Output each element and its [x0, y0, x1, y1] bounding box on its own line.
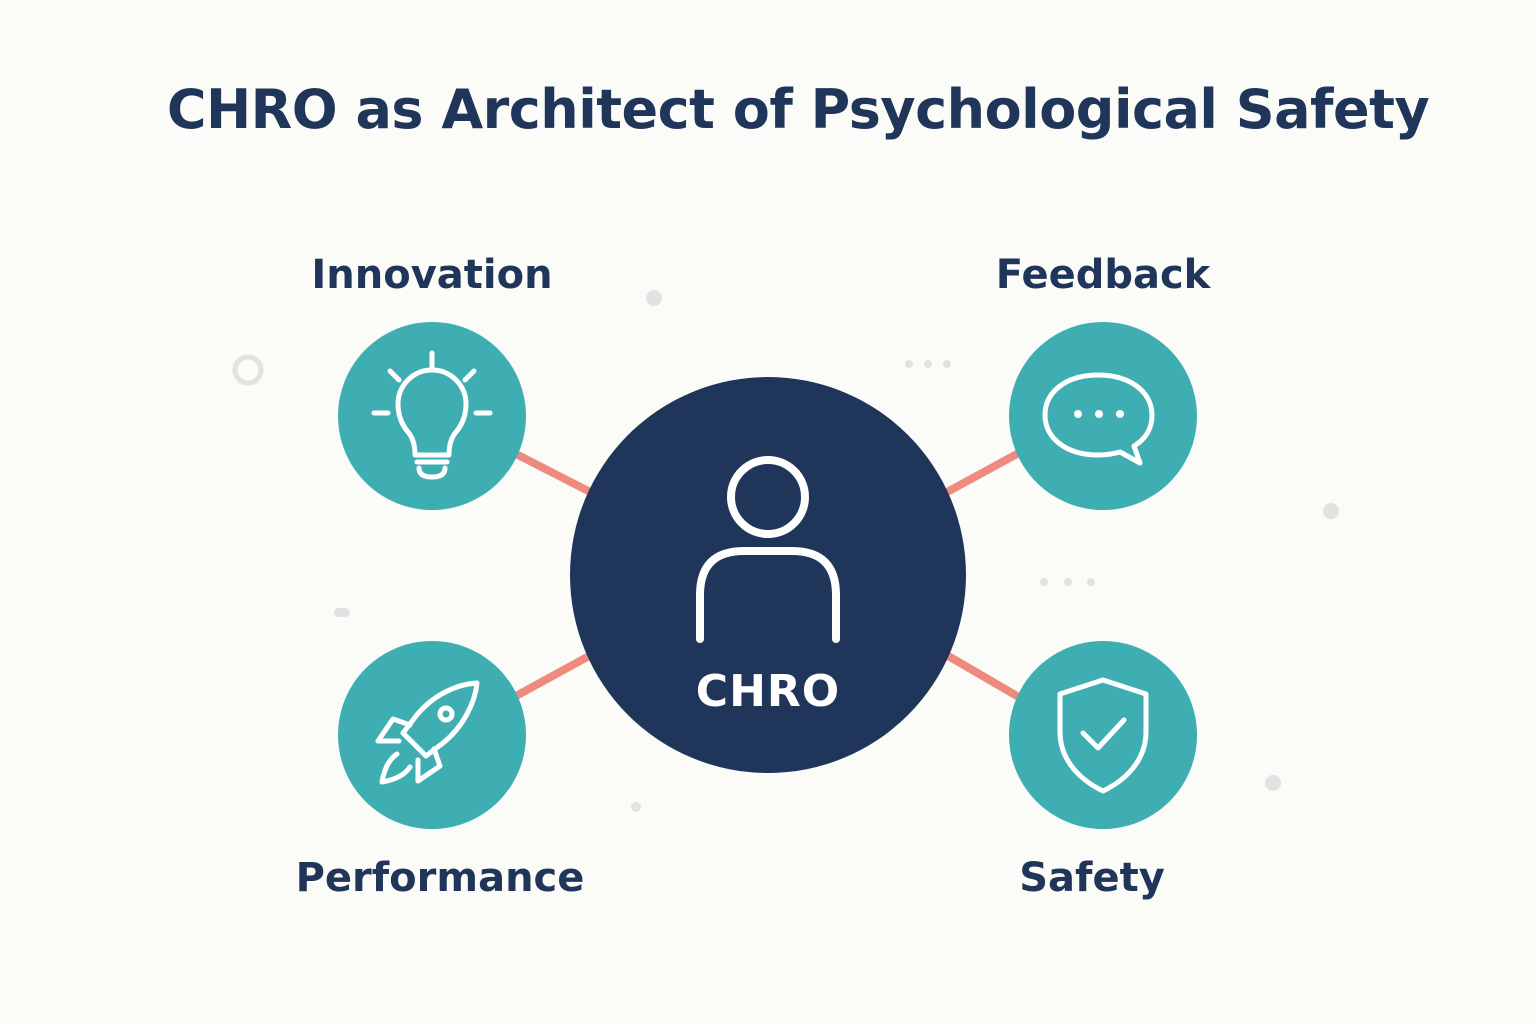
connector-safety: [934, 646, 1021, 700]
node-performance: [338, 641, 526, 829]
connector-innovation: [512, 450, 604, 501]
node-innovation: [338, 322, 526, 510]
person-icon: [696, 456, 840, 643]
node-label-safety: Safety: [1019, 855, 1165, 901]
shield-check-icon: [1057, 677, 1149, 794]
node-label-feedback: Feedback: [995, 252, 1211, 298]
center-node: [570, 377, 966, 773]
lightbulb-icon: [371, 350, 493, 480]
rocket-icon: [375, 680, 480, 785]
node-label-innovation: Innovation: [311, 252, 553, 298]
connector-feedback: [934, 450, 1021, 501]
diagram-title: CHRO as Architect of Psychological Safet…: [166, 78, 1430, 141]
chat-bubble-icon: [1042, 372, 1155, 466]
decorative-dots: [232, 290, 1339, 812]
center-label: CHRO: [695, 666, 841, 717]
node-feedback: [1009, 322, 1197, 510]
node-label-performance: Performance: [295, 855, 585, 901]
connectors: [512, 450, 1021, 700]
node-safety: [1009, 641, 1197, 829]
connector-performance: [512, 646, 604, 700]
